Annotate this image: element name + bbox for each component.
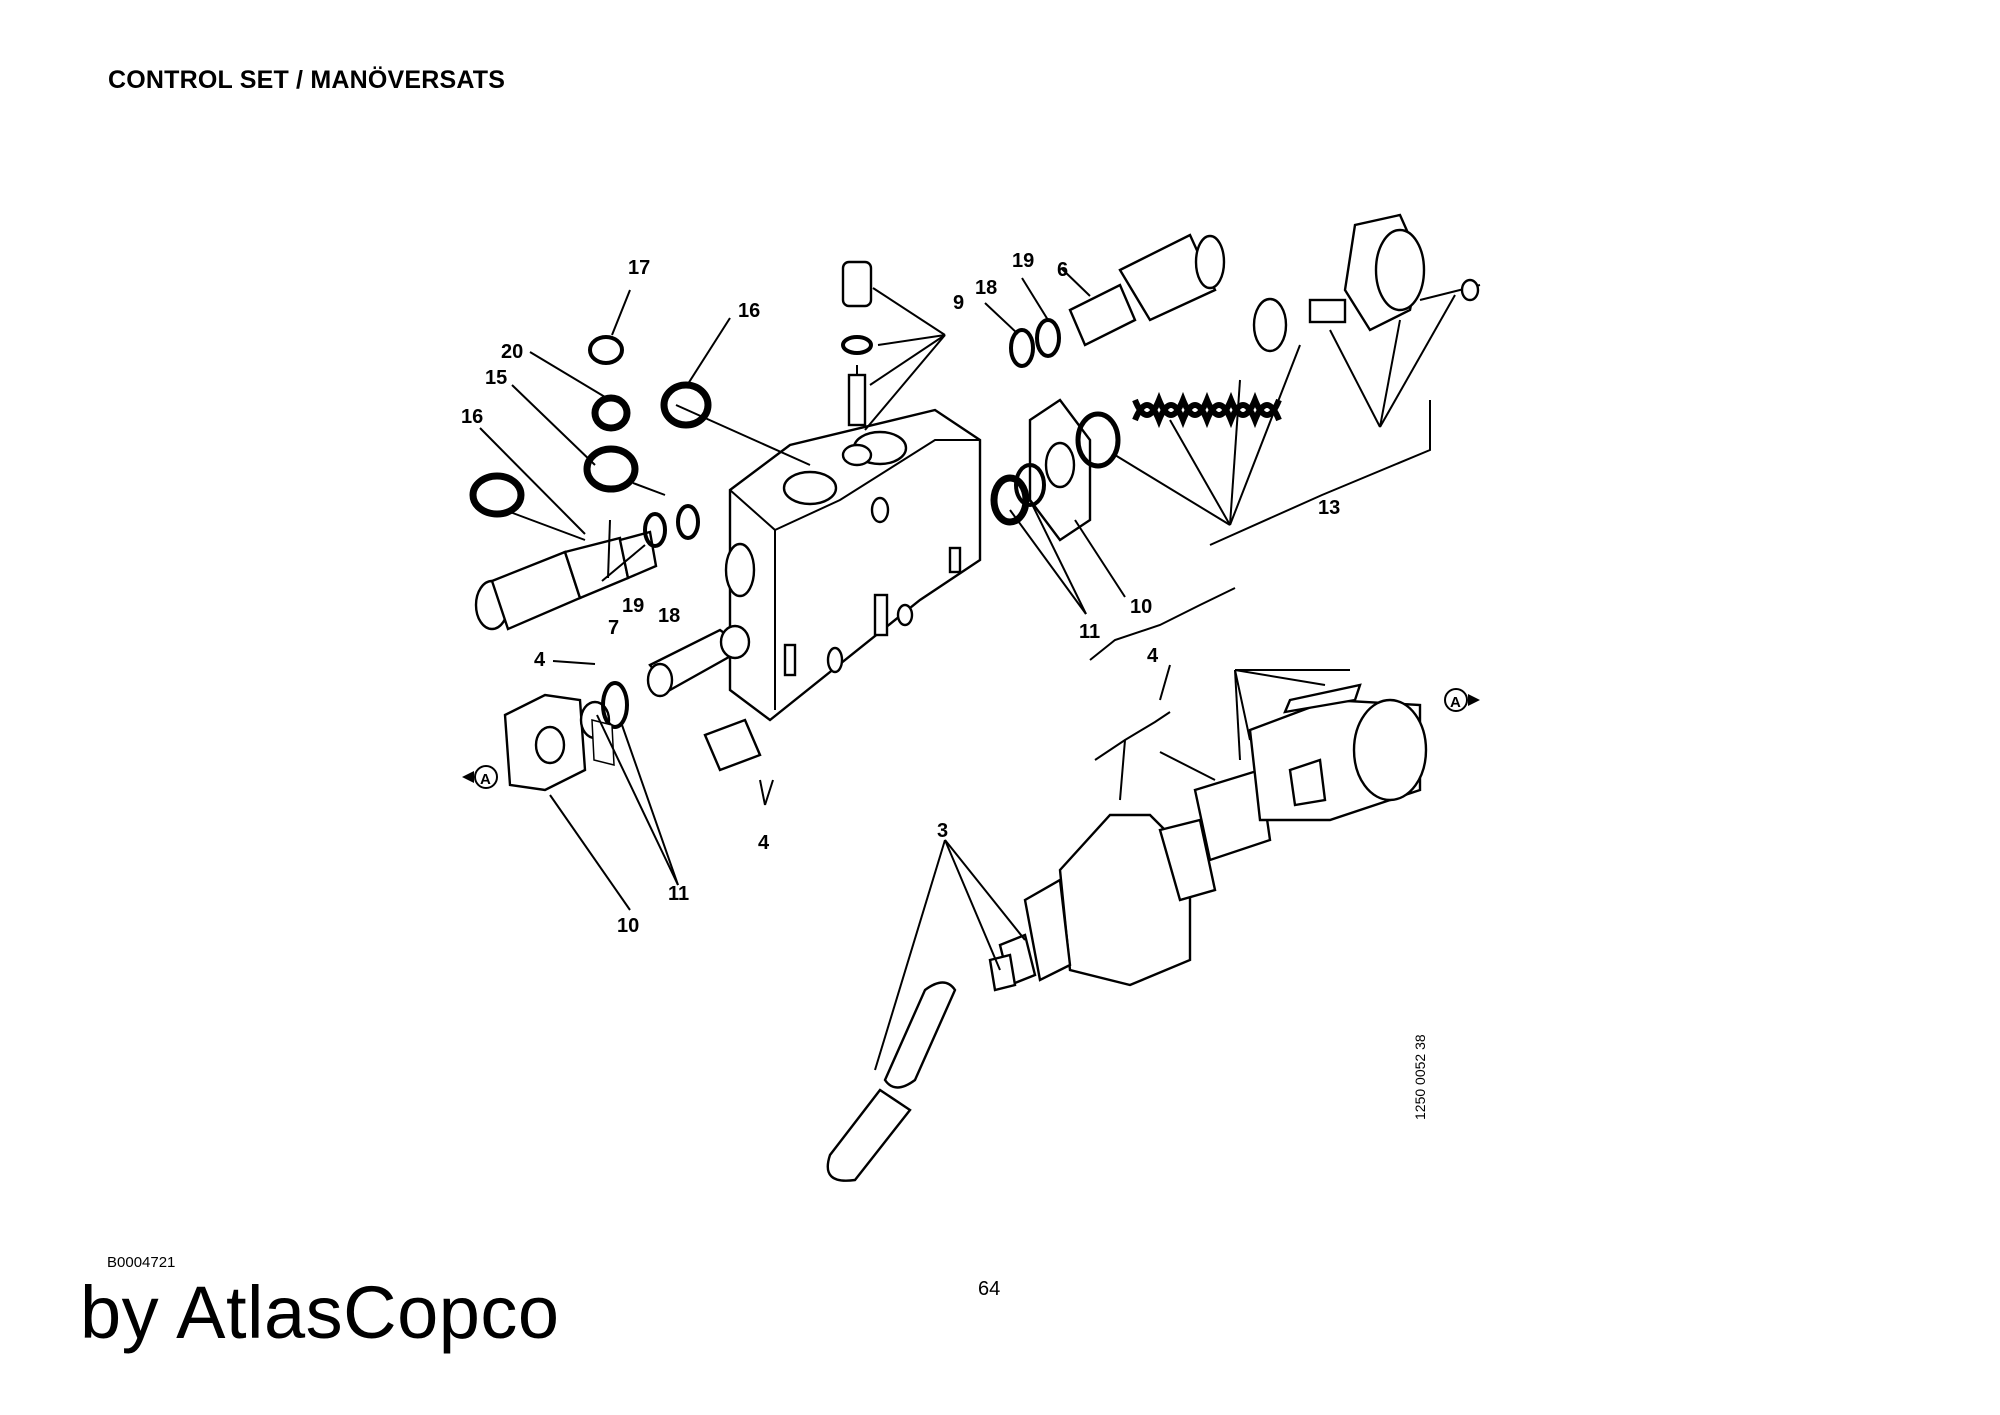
callout-4-left: 4 (534, 649, 546, 671)
svg-text:A: A (480, 771, 491, 788)
ref-marker-a-right: A (1444, 688, 1480, 712)
callout-18-top: 18 (975, 277, 997, 299)
callout-16-top: 16 (738, 300, 760, 322)
callout-9: 9 (953, 292, 964, 314)
callout-4-right: 4 (1147, 645, 1159, 667)
seal-rings-left (469, 335, 712, 548)
callout-labels: 17 16 20 15 16 9 18 19 6 19 18 7 4 11 10… (461, 250, 1340, 937)
valve-6-assembly (1009, 233, 1226, 368)
document-code: B0004721 (107, 1254, 176, 1271)
callout-10-lower: 10 (617, 915, 639, 937)
ref-marker-a-left: A (462, 765, 498, 789)
callout-7: 7 (608, 617, 619, 639)
callout-4-bottom: 4 (758, 832, 770, 854)
callout-13: 13 (1318, 497, 1340, 519)
callout-11-lower: 11 (668, 883, 689, 905)
callout-11-mid: 11 (1079, 621, 1100, 643)
callout-6: 6 (1057, 259, 1068, 281)
callout-20: 20 (501, 341, 523, 363)
svg-text:A: A (1450, 694, 1461, 711)
callout-17: 17 (628, 257, 650, 279)
callout-3: 3 (937, 820, 948, 842)
callout-15: 15 (485, 367, 507, 389)
callout-10-mid: 10 (1130, 596, 1152, 618)
relief-valve-7 (474, 530, 658, 631)
cover-plate-10 (990, 398, 1092, 542)
lever-assembly-3 (826, 683, 1428, 1182)
callout-19-top: 19 (1012, 250, 1034, 272)
callout-19-mid: 19 (622, 595, 644, 617)
page-number: 64 (978, 1278, 1001, 1300)
spring-stack-13 (1075, 213, 1481, 469)
leader-lines (479, 267, 1456, 1071)
callout-18-mid: 18 (658, 605, 680, 627)
page-title: CONTROL SET / MANÖVERSATS (108, 66, 506, 94)
cover-plate-left (503, 681, 629, 792)
fitting-9 (841, 260, 873, 467)
callout-16-left: 16 (461, 406, 483, 428)
drawing-number: 1250 0052 38 (1412, 1034, 1428, 1120)
valve-body (646, 408, 982, 772)
brand-watermark: by AtlasCopco (80, 1271, 560, 1354)
